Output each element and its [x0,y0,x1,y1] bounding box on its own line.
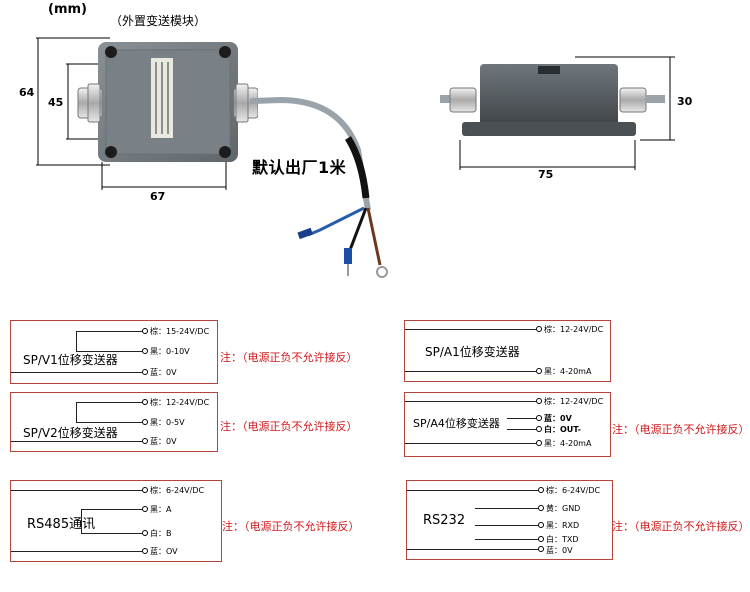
module-title-sp-v2: SP/V2位移变送器 [23,426,118,440]
terminal [142,548,148,554]
wire-label: 棕：6-24V/DC [546,486,601,495]
warning-note-sp-a4: 注：（电源正负不允许接反） [612,423,750,436]
wire-label: 白：TXD [546,535,579,544]
wiring-box-rs232: RS232 棕：6-24V/DC 黄：GND 黑：RXD 白：TXD 蓝：0V [406,480,613,560]
wire-label: 黑：0-5V [150,418,185,427]
dimension-height-30: 30 [677,95,693,108]
terminal [142,419,148,425]
terminal [142,328,148,334]
module-title-sp-a4: SP/A4位移变送器 [413,417,500,430]
wire-line [11,372,142,373]
wiring-box-sp-v2: SP/V2位移变送器 棕：12-24V/DC 黑：0-5V 蓝：0V [10,392,218,452]
wire-line [405,401,536,402]
wire-line [76,422,142,423]
module-title-rs485: RS485通讯 [27,517,96,532]
wire-label: 棕：12-24V/DC [150,398,210,407]
dimension-height-45: 45 [48,96,64,109]
wire-label: 棕：12-24V/DC [544,325,604,334]
terminal [538,487,544,493]
wire-label: 棕：12-24V/DC [544,397,604,406]
wiring-box-sp-a1: SP/A1位移变送器 棕：12-24V/DC 黑：4-20mA [404,320,611,382]
wire-label: 棕：15-24V/DC [150,327,210,336]
wire-line [81,533,142,534]
wire-line [405,329,536,330]
terminal [142,530,148,536]
module-title-sp-v1: SP/V1位移变送器 [23,353,118,367]
terminal [538,505,544,511]
wire-line [475,539,538,540]
wire-label: 蓝：OV [150,547,178,556]
terminal [142,487,148,493]
wire-label: 白：B [150,529,172,538]
module-title-rs232: RS232 [423,513,466,528]
wire-line [475,508,538,509]
terminal [142,399,148,405]
terminal [142,438,148,444]
cable-diagram [250,96,388,278]
wiring-box-sp-v1: SP/V1位移变送器 棕：15-24V/DC 黑：0-10V 蓝：0V [10,320,218,384]
terminal [536,398,542,404]
wire-line [11,490,142,491]
warning-note-sp-v2: 注：（电源正负不允许接反） [220,420,358,433]
dimension-width-67: 67 [150,190,166,203]
dimension-width-75: 75 [538,168,554,181]
wiring-box-sp-a4: SP/A4位移变送器 棕：12-24V/DC 蓝：0V 白：OUT- 黑：4-2… [404,392,611,457]
wire-line [407,549,538,550]
wire-label: 黑：RXD [546,521,580,530]
wire-line [405,371,536,372]
wire-label: 黑：4-20mA [544,367,592,376]
wire-label: 蓝：0V [546,546,573,555]
wire-label: 黄：GND [546,504,581,513]
wire-trunk [76,331,77,351]
side-view-diagram [440,56,675,170]
wire-trunk [76,402,77,422]
terminal [536,426,542,432]
wire-line [76,331,142,332]
wire-line [405,443,536,444]
terminal [536,415,542,421]
wire-line [81,509,142,510]
terminal [536,326,542,332]
unit-label: (mm) [48,2,87,17]
wire-label: 蓝：0V [150,368,177,377]
terminal [538,546,544,552]
wire-label: 黑：4-20mA [544,439,592,448]
wire-label: 棕：6-24V/DC [150,486,205,495]
wire-label: 黑：0-10V [150,347,190,356]
terminal [536,368,542,374]
terminal [142,369,148,375]
wire-label: 白：OUT- [544,425,581,434]
terminal [142,506,148,512]
terminal [142,348,148,354]
wire-line [76,351,142,352]
wire-line [507,418,536,419]
cable-length-note: 默认出厂1米 [252,158,347,177]
module-title-sp-a1: SP/A1位移变送器 [425,345,520,359]
wire-trunk [81,509,82,533]
wiring-box-rs485: RS485通讯 棕：6-24V/DC 黑：A 白：B 蓝：OV [10,480,222,562]
warning-note-rs232: 注：（电源正负不允许接反） [612,520,750,533]
dimension-height-64: 64 [19,86,35,99]
wire-label: 蓝：0V [150,437,177,446]
wire-line [11,551,142,552]
terminal [536,440,542,446]
module-subtitle: （外置变送模块） [110,14,207,28]
wire-line [407,490,538,491]
terminal [538,522,544,528]
wire-label: 黑：A [150,505,172,514]
wire-line [76,402,142,403]
warning-note-sp-v1: 注：（电源正负不允许接反） [220,351,358,364]
terminal [538,536,544,542]
warning-note-rs485: 注：（电源正负不允许接反） [222,520,360,533]
front-view-diagram [36,37,258,190]
wire-line [507,429,536,430]
wire-label: 蓝：0V [544,414,572,423]
wire-line [11,441,142,442]
wire-line [475,525,538,526]
